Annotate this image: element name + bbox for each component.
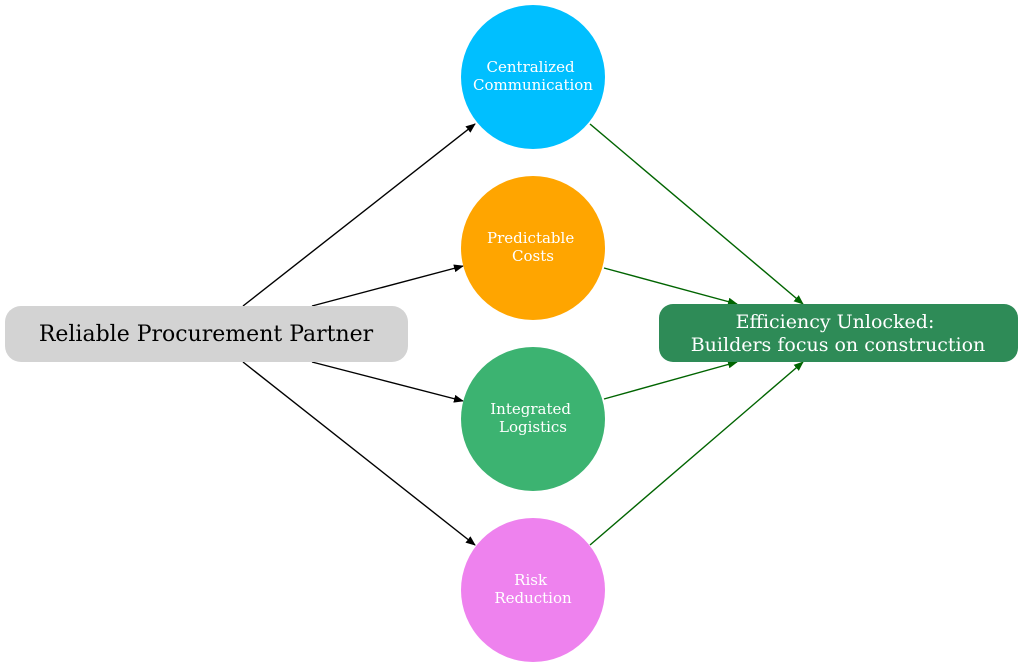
- edge-source-to-communication: [242, 123, 476, 307]
- edge-source-to-costs: [311, 264, 464, 307]
- benefit-node-costs: Predictable Costs: [461, 176, 605, 320]
- outcome-node-label: Efficiency Unlocked: Builders focus on c…: [691, 311, 986, 356]
- edge-logistics-to-outcome: [603, 360, 738, 400]
- benefit-circle: [461, 5, 605, 149]
- edge-source-to-logistics: [311, 361, 464, 403]
- source-node: Reliable Procurement Partner: [5, 306, 408, 362]
- source-node-label: Reliable Procurement Partner: [39, 322, 374, 347]
- outcome-node: Efficiency Unlocked: Builders focus on c…: [659, 304, 1018, 362]
- benefit-node-communication: Centralized Communication: [461, 5, 605, 149]
- outcome-node-box: [659, 304, 1018, 362]
- outcome-edges: [589, 123, 804, 546]
- source-edges: [242, 123, 476, 546]
- benefit-label: Risk Reduction: [494, 571, 572, 607]
- benefit-circle: [461, 518, 605, 662]
- source-node-box: [5, 306, 408, 362]
- edge-source-to-risk: [242, 361, 476, 546]
- benefit-node-logistics: Integrated Logistics: [461, 347, 605, 491]
- benefit-label: Centralized Communication: [473, 58, 593, 94]
- edge-communication-to-outcome: [589, 123, 804, 305]
- benefit-node-risk: Risk Reduction: [461, 518, 605, 662]
- benefit-label: Integrated Logistics: [490, 400, 576, 436]
- edge-risk-to-outcome: [589, 361, 804, 546]
- edge-costs-to-outcome: [603, 267, 738, 306]
- benefit-circle: [461, 347, 605, 491]
- benefit-circle: [461, 176, 605, 320]
- benefit-label: Predictable Costs: [487, 229, 579, 265]
